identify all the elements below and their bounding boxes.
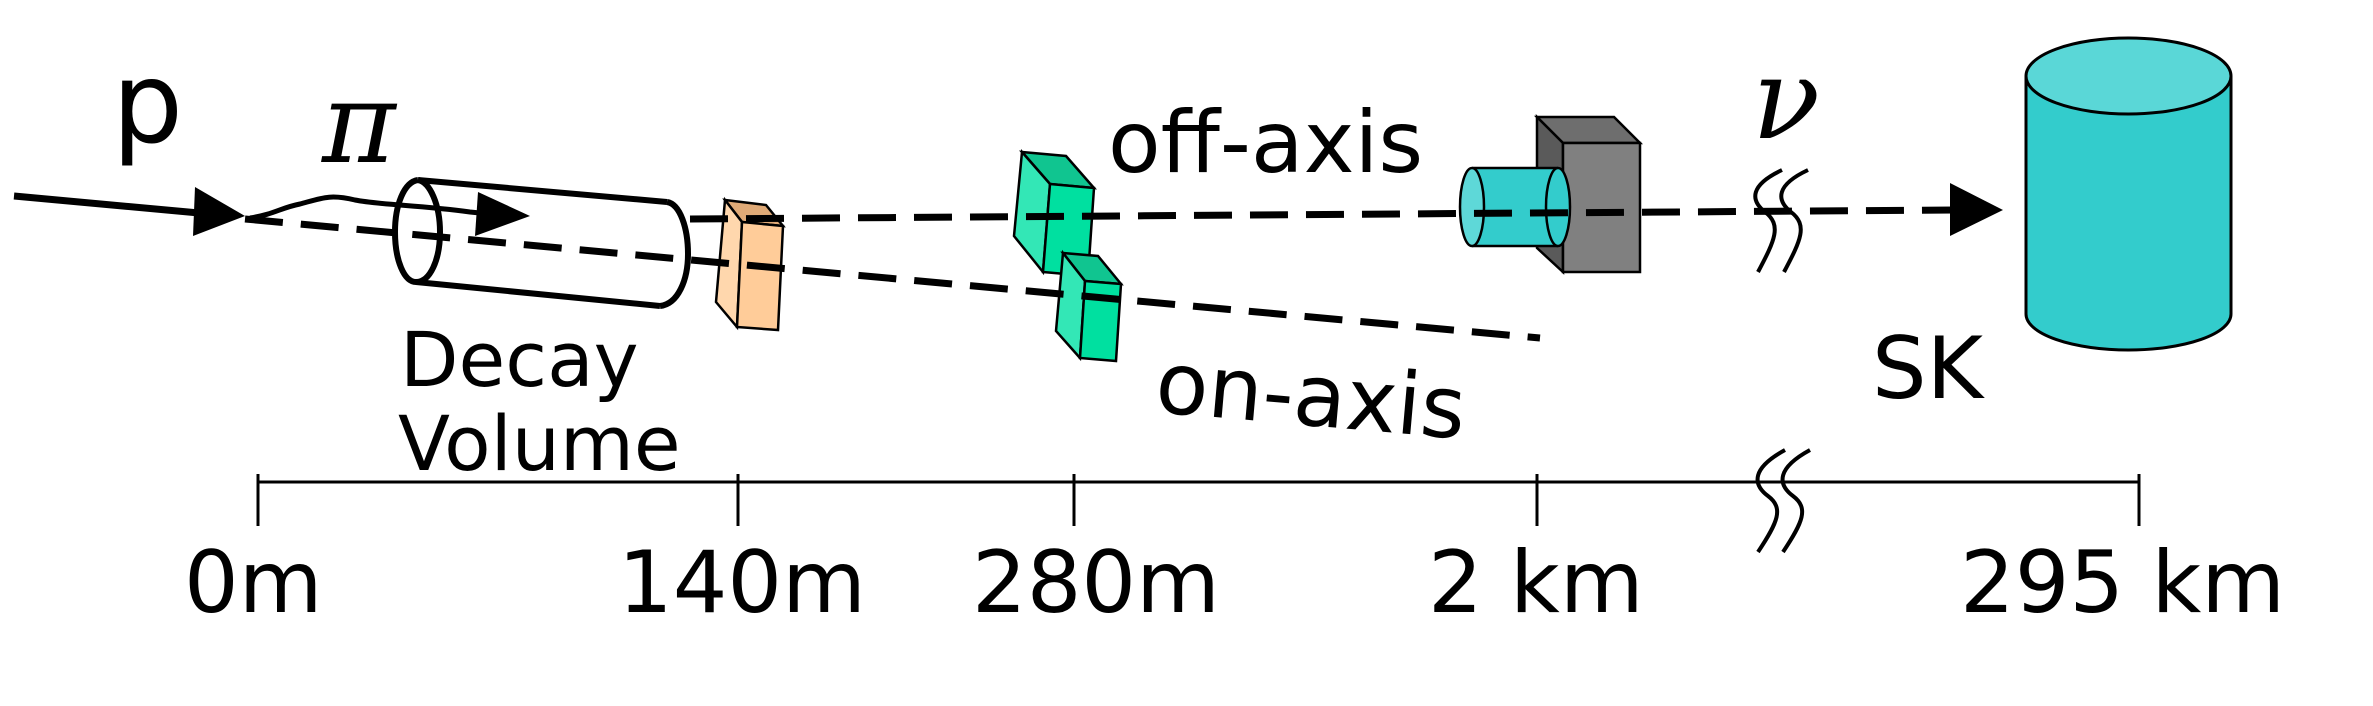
decay-volume-label-line1: Decay <box>400 315 639 404</box>
scale-label-140m: 140m <box>618 533 866 633</box>
scale-label-0m: 0m <box>184 533 323 633</box>
beam-break-mark <box>1753 168 1809 273</box>
scale-label-295km: 295 km <box>1960 533 2286 633</box>
scale-label-280m: 280m <box>972 533 1220 633</box>
proton-beam <box>13 187 245 236</box>
decay-volume-cylinder <box>391 177 692 309</box>
scale-label-2km: 2 km <box>1428 533 1644 633</box>
intermediate-detector-cylinder <box>1458 166 1572 248</box>
on-axis-label: on-axis <box>1151 333 1470 460</box>
off-axis-label: off-axis <box>1108 93 1424 193</box>
pion-track <box>249 192 530 236</box>
decay-volume-label-line2: Volume <box>398 399 681 488</box>
on-axis-beam <box>244 215 1541 342</box>
scale-break-mark <box>1755 448 1811 554</box>
neutrino-label: ν <box>1752 35 1821 165</box>
distance-scale <box>256 448 2141 554</box>
sk-label: SK <box>1872 319 1983 419</box>
proton-label: p <box>112 39 184 169</box>
off-axis-beam <box>689 183 2003 236</box>
near-detector-off-axis <box>1012 148 1097 278</box>
super-kamiokande-detector <box>2024 36 2233 352</box>
near-detector-on-axis <box>1054 249 1124 363</box>
pion-label: π <box>322 59 396 189</box>
